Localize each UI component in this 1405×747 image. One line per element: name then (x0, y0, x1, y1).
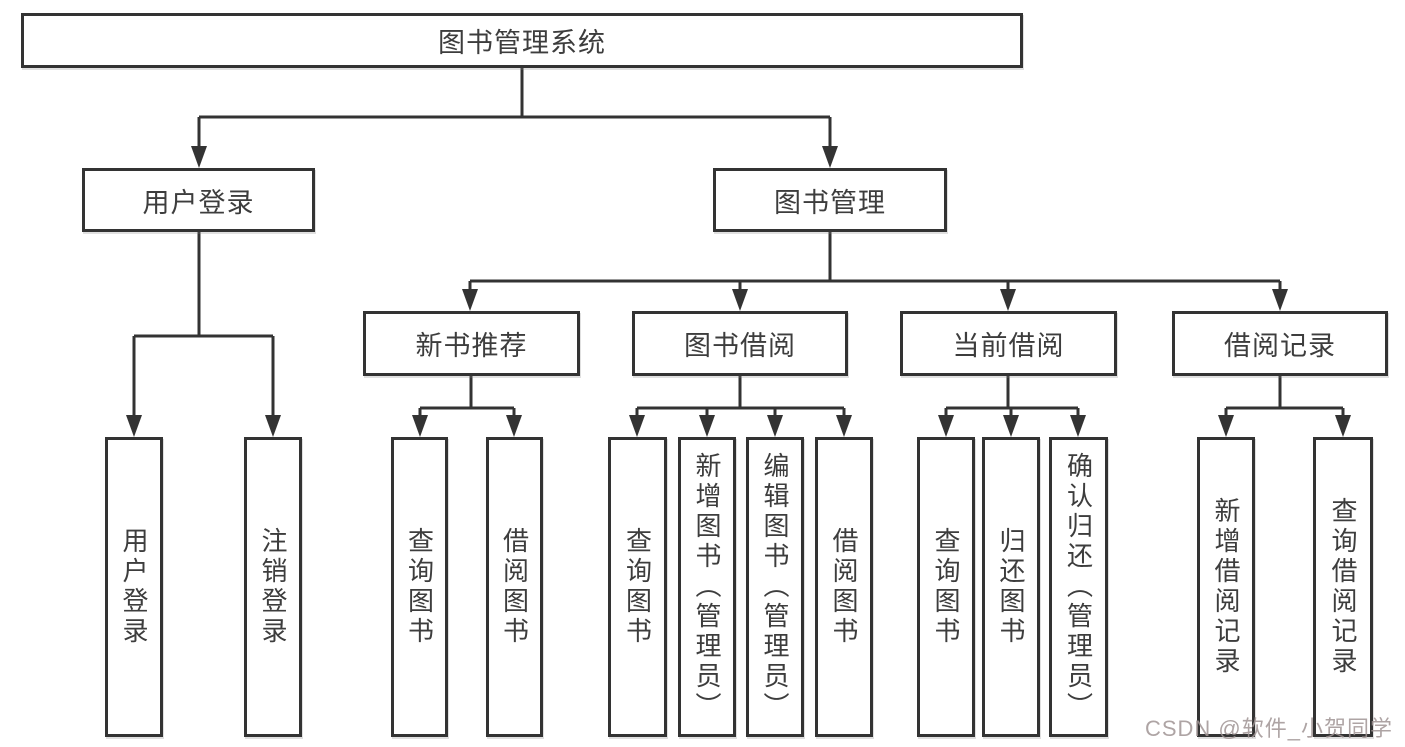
leaf-cb-query-books: 查询图书 (917, 437, 975, 737)
leaf-logout: 注销登录 (244, 437, 302, 737)
leaf-bb-query-books: 查询图书 (608, 437, 667, 737)
leaf-user-login: 用户登录 (105, 437, 163, 737)
leaf-br-add-record: 新增借阅记录 (1197, 437, 1255, 737)
leaf-bb-add-books-admin: 新增图书（管理员） (678, 437, 736, 737)
csdn-watermark: CSDN @软件_小贺同学 (1144, 716, 1393, 741)
node-user-login: 用户登录 (82, 168, 315, 232)
node-new-book-recommend: 新书推荐 (363, 311, 580, 376)
node-root: 图书管理系统 (21, 13, 1023, 68)
leaf-nbr-query-books: 查询图书 (391, 437, 448, 737)
node-borrowing-records: 借阅记录 (1172, 311, 1388, 376)
node-current-borrowing: 当前借阅 (900, 311, 1117, 376)
leaf-br-query-record: 查询借阅记录 (1313, 437, 1373, 737)
leaf-cb-confirm-return-admin: 确认归还（管理员） (1049, 437, 1108, 737)
leaf-nbr-borrow-books: 借阅图书 (486, 437, 543, 737)
leaf-cb-return-books: 归还图书 (982, 437, 1040, 737)
node-book-borrowing: 图书借阅 (632, 311, 848, 376)
leaf-bb-edit-books-admin: 编辑图书（管理员） (746, 437, 804, 737)
leaf-bb-borrow-books: 借阅图书 (815, 437, 873, 737)
node-book-management: 图书管理 (713, 168, 947, 232)
